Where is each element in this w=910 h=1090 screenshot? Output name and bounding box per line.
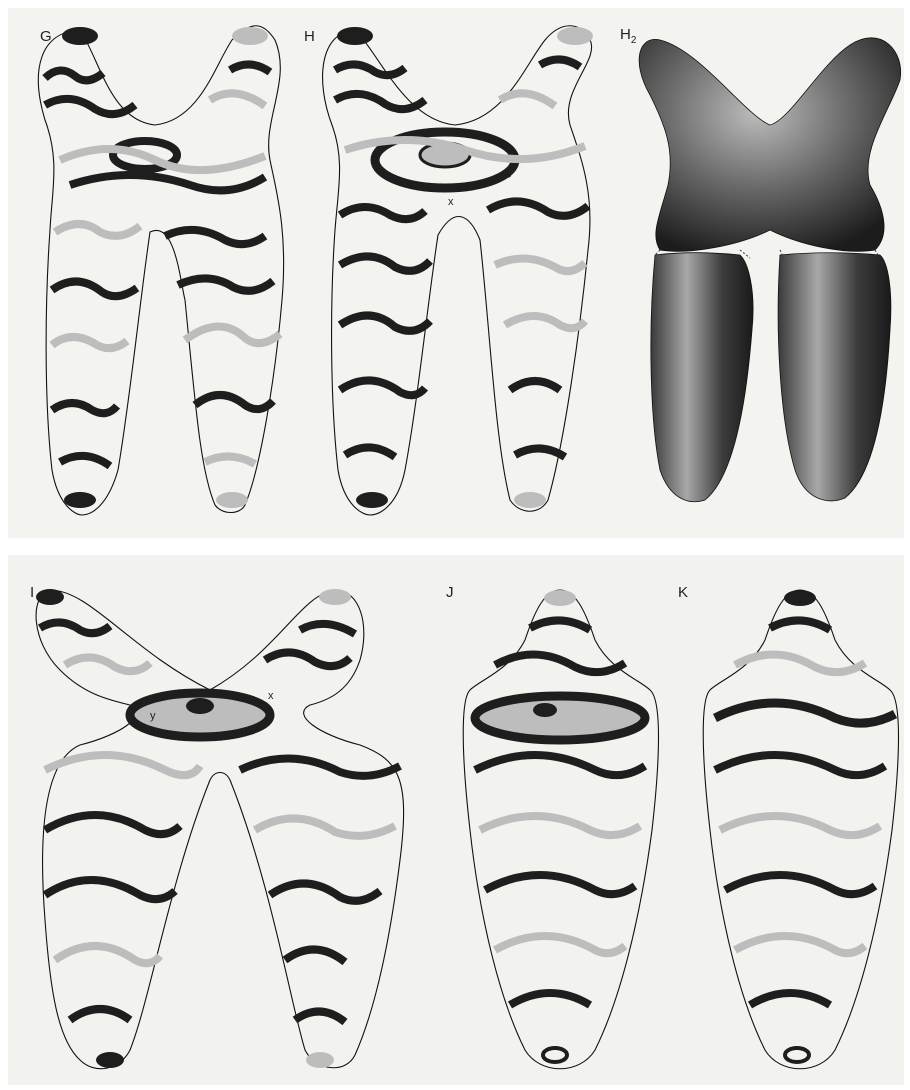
panel-i-label: I: [30, 584, 34, 601]
panel-h2-label-main: H: [620, 26, 631, 43]
panel-h-bands: [335, 27, 593, 508]
panel-g-label: G: [40, 28, 52, 45]
panel-h2-solid-model: [639, 38, 901, 502]
panel-j-bands: [475, 590, 645, 1062]
panel-h-mark-x: x: [448, 196, 454, 208]
panel-k-label: K: [678, 584, 688, 601]
panel-h2-label-sub: 2: [631, 35, 637, 46]
panel-g-chromosome: [38, 26, 283, 515]
panel-k-chromosome: [703, 590, 898, 1069]
panel-i-mark-y: y: [150, 710, 156, 722]
panel-j-chromosome: [463, 590, 658, 1069]
panel-g-bands: [45, 27, 280, 508]
panel-h-mark-y: y: [508, 166, 514, 178]
panel-h-label: H: [304, 28, 315, 45]
panel-i-mark-x: x: [268, 690, 274, 702]
panel-h-chromosome: [323, 26, 593, 515]
panel-i-chromosome: [36, 589, 404, 1069]
panel-i-bands: [36, 589, 400, 1068]
panel-j-label: J: [446, 584, 454, 601]
panel-h2-label: H2: [620, 26, 636, 46]
